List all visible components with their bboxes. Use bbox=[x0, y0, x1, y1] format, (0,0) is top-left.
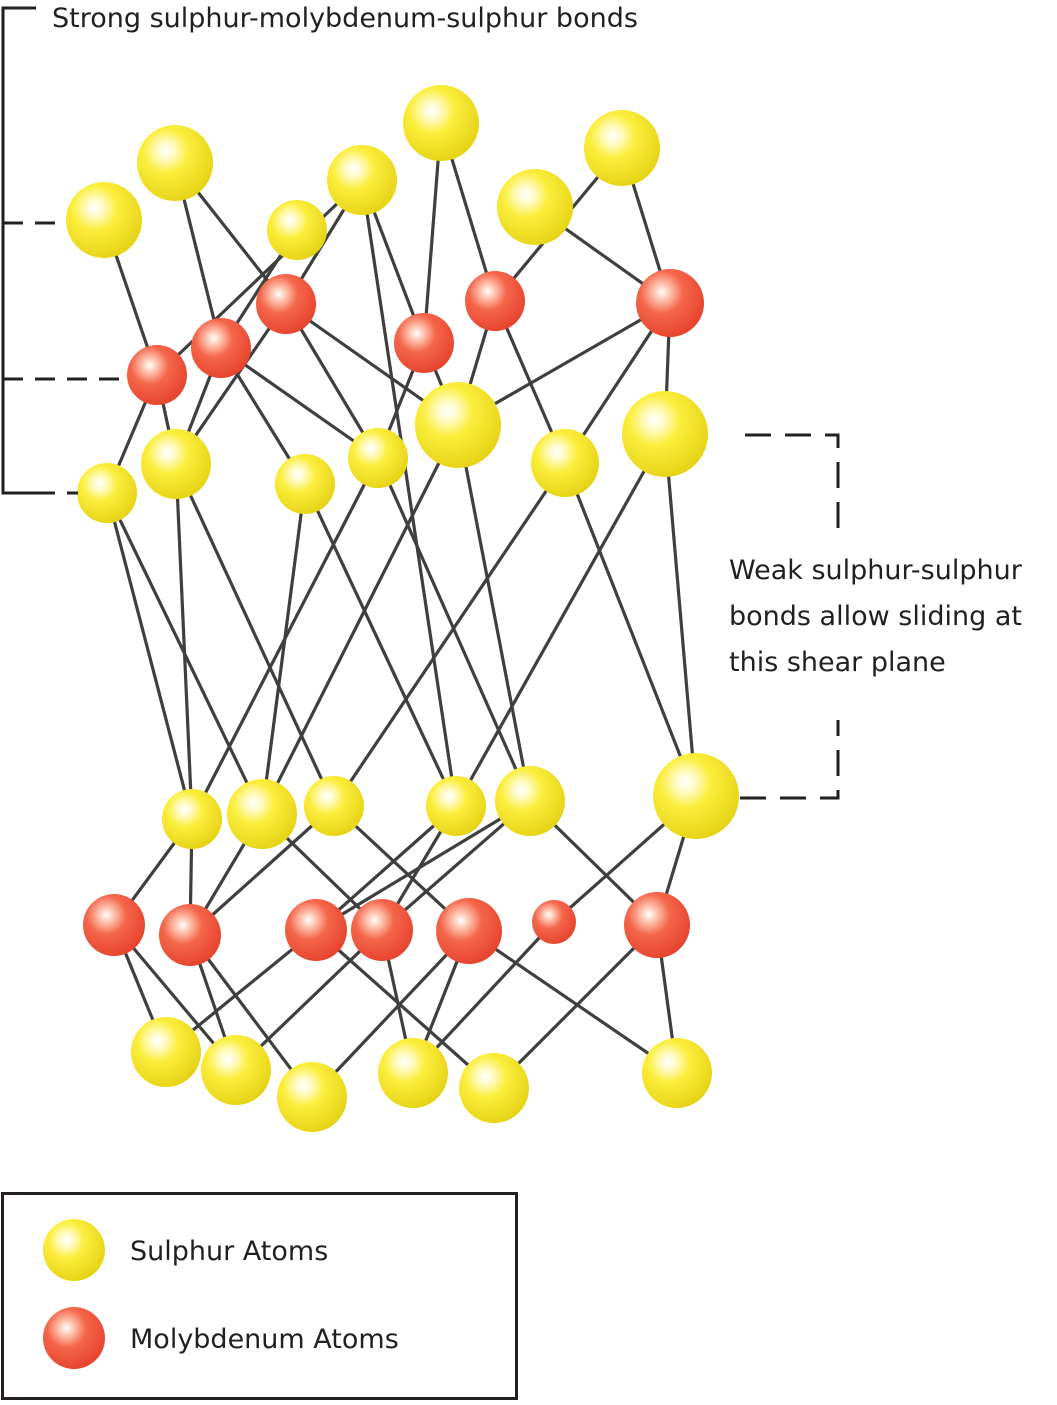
molybdenum-atom bbox=[465, 271, 525, 331]
weak-bonds-label: Weak sulphur-sulphur bonds allow sliding… bbox=[729, 548, 1022, 686]
legend-molybdenum-atom-icon bbox=[43, 1307, 105, 1369]
bond-line bbox=[155, 178, 364, 377]
molybdenum-atom bbox=[351, 899, 413, 961]
molybdenum-atom bbox=[636, 269, 704, 337]
sulphur-atom bbox=[415, 382, 501, 468]
weak-label-line: bonds allow sliding at bbox=[729, 601, 1022, 632]
molybdenum-atom bbox=[159, 904, 221, 966]
sulphur-atom bbox=[348, 428, 408, 488]
bond-line bbox=[360, 178, 458, 808]
bond-line bbox=[314, 799, 532, 932]
strong-bond-bracket bbox=[1, 6, 36, 495]
legend-sulphur-atom-icon bbox=[43, 1219, 105, 1281]
atoms bbox=[66, 85, 739, 1132]
bond-line bbox=[105, 491, 194, 821]
sulphur-atom bbox=[426, 776, 486, 836]
sulphur-atom bbox=[131, 1017, 201, 1087]
molybdenum-atom bbox=[83, 894, 145, 956]
sulphur-atom bbox=[584, 110, 660, 186]
sulphur-atom bbox=[304, 776, 364, 836]
bond-line bbox=[492, 923, 659, 1090]
legend-molybdenum-label: Molybdenum Atoms bbox=[130, 1324, 399, 1355]
bond-line bbox=[332, 461, 567, 808]
molybdenum-atom bbox=[532, 900, 576, 944]
molybdenum-atom bbox=[285, 899, 347, 961]
sulphur-atom bbox=[378, 1038, 448, 1108]
bond-line bbox=[454, 432, 667, 808]
molybdenum-atom bbox=[436, 898, 502, 964]
bond-line bbox=[260, 423, 460, 816]
molybdenum-atom bbox=[127, 345, 187, 405]
sulphur-atom bbox=[77, 463, 137, 523]
sulphur-atom bbox=[162, 789, 222, 849]
legend-sulphur-label: Sulphur Atoms bbox=[130, 1236, 329, 1267]
weak-bond-bracket-bottom bbox=[740, 720, 840, 800]
sulphur-atom bbox=[403, 85, 479, 161]
weak-bond-bracket-top bbox=[745, 433, 840, 540]
bond-line bbox=[303, 482, 458, 808]
sulphur-atom bbox=[275, 454, 335, 514]
bond-line bbox=[174, 462, 194, 821]
molybdenum-atom bbox=[256, 274, 316, 334]
sulphur-atom bbox=[201, 1035, 271, 1105]
bond-line bbox=[260, 482, 307, 816]
sulphur-atom bbox=[495, 766, 565, 836]
bond-line bbox=[188, 804, 336, 937]
sulphur-atom bbox=[653, 753, 739, 839]
molybdenum-atom bbox=[191, 318, 251, 378]
molybdenum-atom bbox=[394, 313, 454, 373]
bond-line bbox=[563, 461, 698, 798]
legend bbox=[1, 1192, 518, 1400]
sulphur-atom bbox=[137, 125, 213, 201]
sulphur-atom bbox=[227, 779, 297, 849]
sulphur-atom bbox=[141, 429, 211, 499]
bond-line bbox=[456, 423, 532, 803]
bond-line bbox=[310, 929, 471, 1099]
bond-line bbox=[314, 928, 496, 1090]
bond-line bbox=[190, 456, 380, 821]
sulphur-atom bbox=[497, 169, 573, 245]
weak-label-line: this shear plane bbox=[729, 647, 946, 678]
molybdenum-atom bbox=[624, 892, 690, 958]
bond-line bbox=[314, 804, 458, 932]
sulphur-atom bbox=[66, 182, 142, 258]
weak-label-line: Weak sulphur-sulphur bbox=[729, 555, 1022, 586]
bond-line bbox=[467, 929, 679, 1075]
bond-line bbox=[663, 432, 698, 798]
bond-line bbox=[174, 462, 336, 808]
sulphur-atom bbox=[267, 200, 327, 260]
sulphur-atom bbox=[277, 1062, 347, 1132]
strong-bonds-label: Strong sulphur-molybdenum-sulphur bonds bbox=[52, 3, 638, 34]
annotation-brackets bbox=[1, 6, 840, 800]
sulphur-atom bbox=[642, 1038, 712, 1108]
sulphur-atom bbox=[327, 145, 397, 215]
sulphur-atom bbox=[531, 429, 599, 497]
sulphur-atom bbox=[459, 1053, 529, 1123]
legend-icons bbox=[43, 1219, 105, 1369]
bond-line bbox=[219, 346, 380, 460]
sulphur-atom bbox=[622, 391, 708, 477]
